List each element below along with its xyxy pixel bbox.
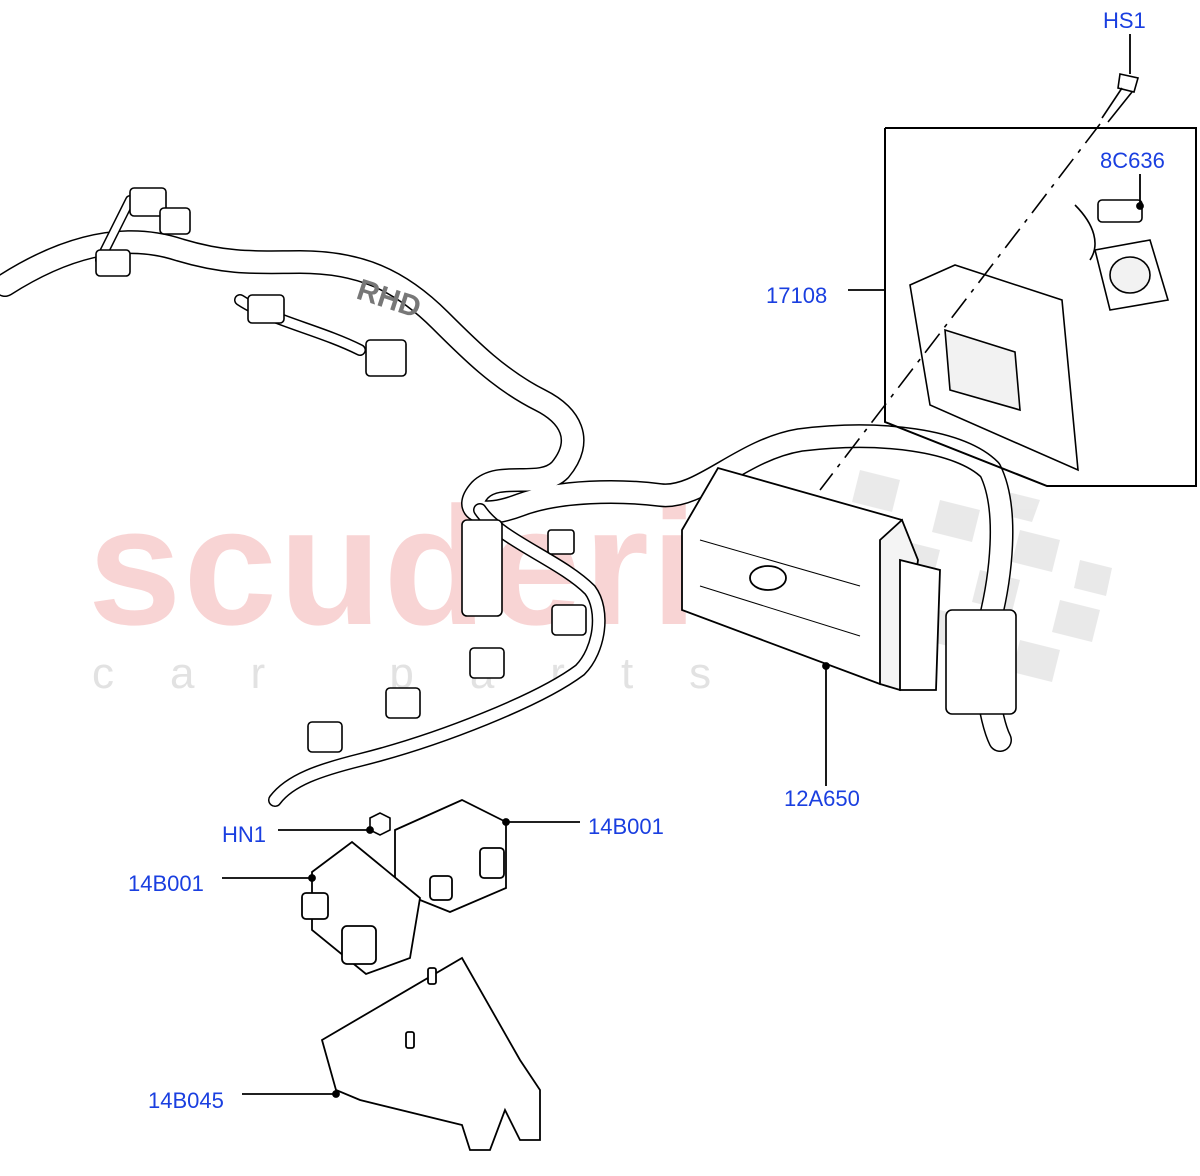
- leader-lines: [222, 34, 1144, 1098]
- connector-icon: [385, 687, 421, 719]
- engine-control-module: [681, 466, 941, 692]
- connector-icon: [551, 604, 587, 636]
- part-label-17108[interactable]: 17108: [766, 283, 828, 308]
- connector-icon: [547, 529, 575, 555]
- connector-icon: [159, 207, 191, 235]
- part-label-hs1[interactable]: HS1: [1103, 8, 1146, 33]
- ecu-harness-connector-icon: [945, 609, 1017, 715]
- engine-wiring-harness: [0, 195, 1014, 807]
- control-module-14b001-left: [301, 840, 421, 976]
- part-label-14b045[interactable]: 14B045: [148, 1088, 224, 1113]
- mounting-bracket-14b045: [320, 956, 541, 1151]
- connector-block-icon: [461, 519, 503, 617]
- connector-icon: [129, 187, 167, 217]
- connector-icon: [469, 647, 505, 679]
- sensor-8c636: [1074, 199, 1170, 311]
- connector-icon: [307, 721, 343, 753]
- harness-connectors: [95, 187, 1017, 753]
- part-label-14b001-left[interactable]: 14B001: [128, 871, 204, 896]
- part-label-12a650[interactable]: 12A650: [784, 786, 860, 811]
- connector-icon: [95, 249, 131, 277]
- callout-box-17108: [884, 127, 1197, 487]
- screw-hs1: [1101, 73, 1140, 123]
- control-module-14b001-right: [394, 799, 507, 913]
- part-label-hn1[interactable]: HN1: [222, 822, 267, 847]
- part-label-14b001-right[interactable]: 14B001: [588, 814, 664, 839]
- connector-icon: [365, 339, 407, 377]
- part-label-8c636[interactable]: 8C636: [1100, 148, 1165, 173]
- harness-marking-rhd: RHD: [353, 273, 425, 324]
- connector-icon: [247, 294, 285, 324]
- alignment-line: [819, 123, 1101, 491]
- watermark-brand: scuderia: [88, 472, 796, 660]
